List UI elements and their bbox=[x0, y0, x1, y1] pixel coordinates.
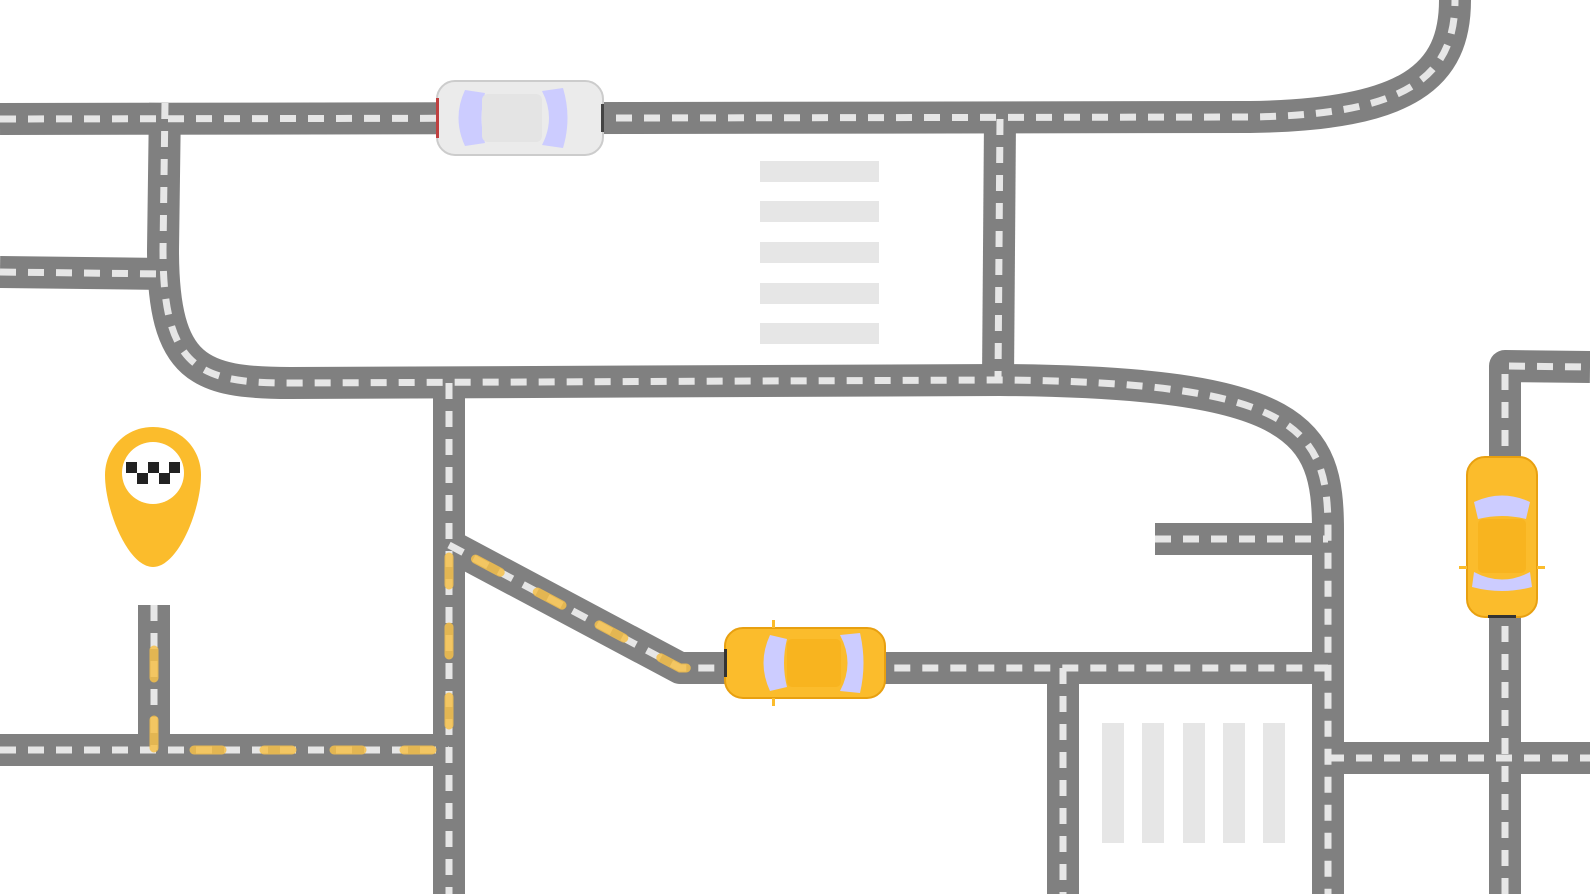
crosswalk-stripe bbox=[760, 201, 879, 222]
crosswalk-stripe bbox=[760, 161, 879, 182]
white-car-icon[interactable] bbox=[436, 80, 604, 156]
crosswalk-stripe bbox=[1102, 723, 1124, 843]
road bbox=[1489, 350, 1590, 894]
crosswalk-stripe bbox=[760, 323, 879, 344]
lane-divider bbox=[994, 118, 1004, 381]
taxi-car-icon[interactable] bbox=[724, 620, 886, 706]
checkered-taxi-sign-icon bbox=[126, 462, 180, 484]
lane-divider bbox=[0, 0, 1459, 123]
route-path bbox=[149, 537, 730, 755]
crosswalk-stripe bbox=[760, 283, 879, 304]
crosswalk-stripe bbox=[1223, 723, 1245, 843]
crosswalk-stripe bbox=[1142, 723, 1164, 843]
crosswalks bbox=[760, 161, 1285, 843]
taxi-route bbox=[149, 537, 730, 755]
taxi-location-pin-icon[interactable] bbox=[105, 427, 201, 567]
road bbox=[0, 0, 1471, 135]
road bbox=[0, 256, 166, 290]
taxi-car-icon[interactable] bbox=[1459, 456, 1545, 618]
crosswalk-stripe bbox=[1263, 723, 1285, 843]
crosswalk-stripe bbox=[1183, 723, 1205, 843]
road bbox=[441, 530, 1328, 684]
crosswalk-stripe bbox=[760, 242, 879, 263]
lane-divider bbox=[1501, 362, 1590, 894]
lane-divider bbox=[159, 102, 1332, 894]
